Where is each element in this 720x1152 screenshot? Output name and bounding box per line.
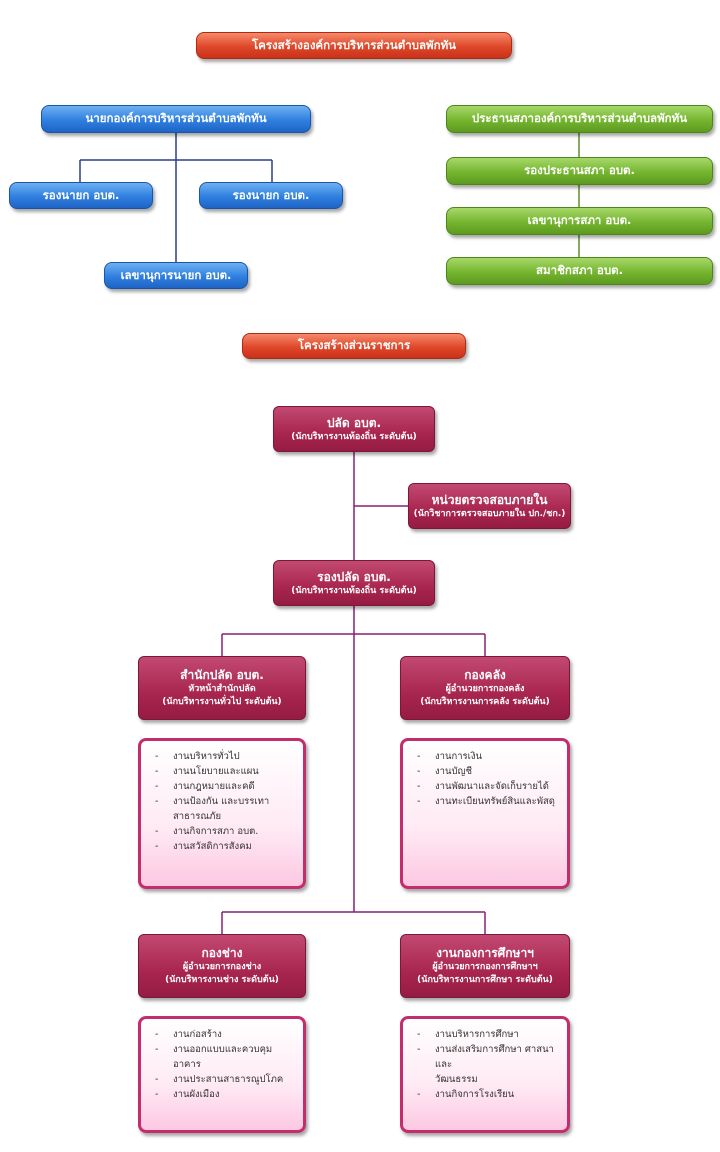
office-subtitle1: หัวหน้าสำนักปลัด bbox=[188, 684, 256, 694]
list-item: งานป้องกัน และบรรเทา bbox=[155, 794, 295, 809]
list-item: งานกฎหมายและคดี bbox=[155, 779, 295, 794]
audit-subtitle: (นักวิชาการตรวจสอบภายใน ปก./ชก.) bbox=[413, 508, 566, 519]
deputy-mayor-right-box: รองนายก อบต. bbox=[199, 182, 343, 209]
list-item-continuation: วัฒนธรรม bbox=[435, 1074, 478, 1085]
list-item: งานพัฒนาและจัดเก็บรายได้ bbox=[417, 779, 559, 794]
palad-title: ปลัด อบต. bbox=[326, 415, 382, 430]
office-tasks-card: งานบริหารทั่วไป งานนโยบายและแผน งานกฎหมา… bbox=[138, 738, 306, 889]
education-title: งานกองการศึกษาฯ bbox=[436, 946, 534, 960]
engineering-title: กองช่าง bbox=[201, 946, 243, 960]
deputy-palad-box: รองปลัด อบต. (นักบริหารงานท้องถิ่น ระดับ… bbox=[273, 560, 435, 606]
list-item: งานบริหารการศึกษา bbox=[417, 1027, 559, 1042]
finance-title: กองคลัง bbox=[464, 668, 506, 682]
council-chairman-box: ประธานสภาองค์การบริหารส่วนตำบลพักทัน bbox=[446, 105, 713, 133]
palad-box: ปลัด อบต. (นักบริหารงานท้องถิ่น ระดับต้น… bbox=[273, 406, 435, 452]
internal-audit-box: หน่วยตรวจสอบภายใน (นักวิชาการตรวจสอบภายใ… bbox=[408, 483, 571, 529]
list-item: งานสวัสดิการสังคม bbox=[155, 839, 295, 854]
list-item: งานบริหารทั่วไป bbox=[155, 749, 295, 764]
list-item: งานบัญชี bbox=[417, 764, 559, 779]
office-subtitle2: (นักบริหารงานทั่วไป ระดับต้น) bbox=[162, 697, 282, 707]
council-secretary-box: เลขานุการสภา อบต. bbox=[446, 207, 713, 235]
list-item: งานกิจการสภา อบต. bbox=[155, 824, 295, 839]
list-item: งานนโยบายและแผน bbox=[155, 764, 295, 779]
education-subtitle1: ผู้อำนวยการกองการศึกษาฯ bbox=[432, 962, 538, 972]
finance-subtitle1: ผู้อำนวยการกองคลัง bbox=[445, 684, 525, 694]
office-title: สำนักปลัด อบต. bbox=[180, 668, 264, 682]
office-palad-box: สำนักปลัด อบต. หัวหน้าสำนักปลัด (นักบริห… bbox=[138, 656, 306, 720]
executive-connectors bbox=[79, 133, 273, 262]
list-item: งานผังเมือง bbox=[155, 1087, 295, 1102]
section1-title: โครงสร้างองค์การบริหารส่วนตำบลพักทัน bbox=[196, 32, 512, 59]
list-item: งานทะเบียนทรัพย์สินและพัสดุ bbox=[417, 794, 559, 809]
finance-box: กองคลัง ผู้อำนวยการกองคลัง (นักบริหารงาน… bbox=[400, 656, 570, 720]
palad-subtitle: (นักบริหารงานท้องถิ่น ระดับต้น) bbox=[291, 431, 417, 442]
deputy-palad-subtitle: (นักบริหารงานท้องถิ่น ระดับต้น) bbox=[291, 585, 417, 596]
mayor-box: นายกองค์การบริหารส่วนตำบลพักทัน bbox=[41, 105, 311, 133]
engineering-task-list: งานก่อสร้าง งานออกแบบและควบคุมอาคาร งานป… bbox=[155, 1027, 295, 1102]
education-tasks-card: งานบริหารการศึกษา งานส่งเสริมการศึกษา ศา… bbox=[400, 1016, 570, 1133]
list-item: งานการเงิน bbox=[417, 749, 559, 764]
education-box: งานกองการศึกษาฯ ผู้อำนวยการกองการศึกษาฯ … bbox=[400, 934, 570, 998]
list-item: งานออกแบบและควบคุมอาคาร bbox=[155, 1042, 295, 1072]
engineering-subtitle2: (นักบริหารงานช่าง ระดับต้น) bbox=[165, 975, 279, 985]
council-vice-chairman-box: รองประธานสภา อบต. bbox=[446, 157, 713, 185]
office-task-list: งานบริหารทั่วไป งานนโยบายและแผน งานกฎหมา… bbox=[155, 749, 295, 854]
deputy-mayor-left-box: รองนายก อบต. bbox=[9, 182, 153, 209]
finance-task-list: งานการเงิน งานบัญชี งานพัฒนาและจัดเก็บรา… bbox=[417, 749, 559, 809]
deputy-palad-title: รองปลัด อบต. bbox=[317, 569, 391, 584]
list-item: งานประสานสาธารณูปโภค bbox=[155, 1072, 295, 1087]
list-item: งานก่อสร้าง bbox=[155, 1027, 295, 1042]
admin-connectors bbox=[221, 452, 486, 934]
finance-tasks-card: งานการเงิน งานบัญชี งานพัฒนาและจัดเก็บรา… bbox=[400, 738, 570, 889]
engineering-box: กองช่าง ผู้อำนวยการกองช่าง (นักบริหารงาน… bbox=[138, 934, 306, 998]
education-subtitle2: (นักบริหารงานการศึกษา ระดับต้น) bbox=[417, 975, 553, 985]
list-item: งานส่งเสริมการศึกษา ศาสนาและ bbox=[417, 1042, 559, 1072]
list-item: งานกิจการโรงเรียน bbox=[417, 1087, 559, 1102]
list-item-continuation: สาธารณภัย bbox=[173, 811, 222, 822]
council-member-box: สมาชิกสภา อบต. bbox=[446, 257, 713, 285]
engineering-tasks-card: งานก่อสร้าง งานออกแบบและควบคุมอาคาร งานป… bbox=[138, 1016, 306, 1133]
education-task-list: งานบริหารการศึกษา งานส่งเสริมการศึกษา ศา… bbox=[417, 1027, 559, 1102]
engineering-subtitle1: ผู้อำนวยการกองช่าง bbox=[182, 962, 262, 972]
mayor-secretary-box: เลขานุการนายก อบต. bbox=[104, 262, 248, 289]
section2-title: โครงสร้างส่วนราชการ bbox=[242, 333, 466, 359]
finance-subtitle2: (นักบริหารงานการคลัง ระดับต้น) bbox=[420, 697, 550, 707]
audit-title: หน่วยตรวจสอบภายใน bbox=[431, 492, 548, 507]
